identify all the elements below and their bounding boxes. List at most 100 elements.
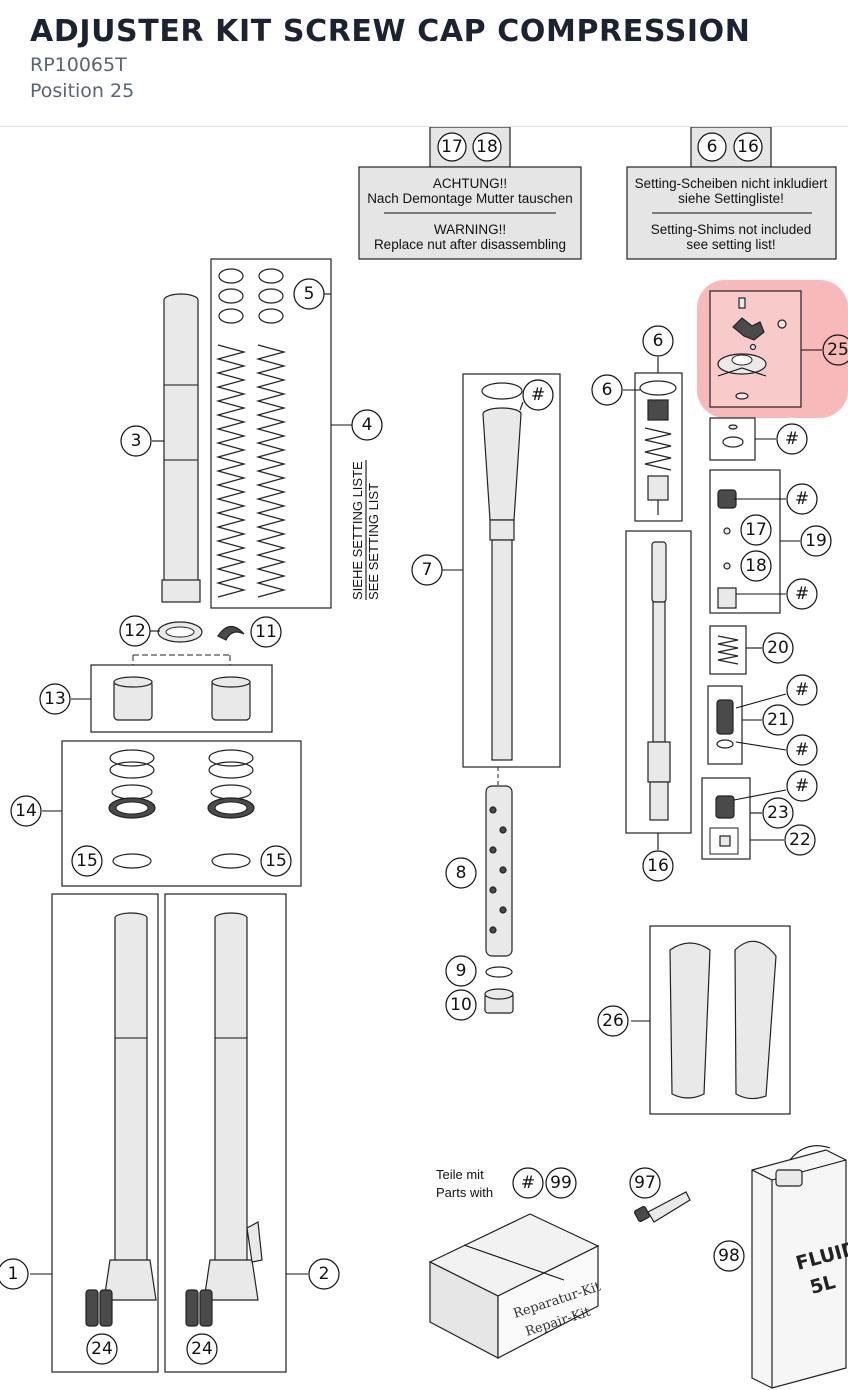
- washer-group: [709, 417, 756, 461]
- svg-text:25: 25: [827, 340, 848, 360]
- svg-text:97: 97: [634, 1173, 656, 1193]
- parts-box-22-23: [701, 777, 751, 860]
- fork-leg-1: [51, 893, 159, 1373]
- svg-text:5: 5: [304, 284, 315, 304]
- svg-text:19: 19: [805, 531, 827, 551]
- position-label: Position 25: [30, 80, 135, 102]
- callout-14: 14: [10, 795, 42, 827]
- grease-tube-97: [633, 1191, 691, 1223]
- svg-text:2: 2: [319, 1264, 330, 1284]
- svg-text:4: 4: [362, 415, 373, 435]
- valve-box-21: [707, 685, 743, 765]
- repair-kit-box: Reparatur-Kit Repair-Kit: [428, 1213, 603, 1359]
- callout-5: 5: [293, 278, 325, 310]
- svg-text:#: #: [795, 680, 809, 700]
- callout-16: 16: [642, 850, 674, 882]
- piston-box-19: [709, 469, 781, 614]
- svg-text:18: 18: [745, 556, 767, 576]
- callout-hash-7: #: [522, 379, 554, 411]
- outer-tube-3: [161, 293, 201, 603]
- callout-25: 25: [822, 334, 848, 366]
- callout-hash-21a: #: [786, 674, 818, 706]
- svg-text:13: 13: [44, 689, 66, 709]
- warning-box-right: Setting-Scheiben nicht inkludiert siehe …: [626, 127, 837, 260]
- svg-text:12: 12: [124, 621, 146, 641]
- clip-12: [157, 621, 203, 643]
- svg-text:24: 24: [91, 1339, 113, 1359]
- diagram-svg: ACHTUNG!! Nach Demontage Mutter tauschen…: [0, 127, 848, 1389]
- svg-text:3: 3: [131, 431, 142, 451]
- callout-6a: 6: [642, 325, 674, 357]
- callout-23: 23: [762, 797, 794, 829]
- svg-text:15: 15: [265, 851, 287, 871]
- callout-24a: 24: [86, 1333, 118, 1365]
- svg-text:17: 17: [745, 520, 767, 540]
- svg-text:8: 8: [456, 863, 467, 883]
- exploded-parts-diagram: ACHTUNG!! Nach Demontage Mutter tauschen…: [0, 127, 848, 1390]
- spring-20: [709, 625, 747, 675]
- svg-text:24: 24: [191, 1339, 213, 1359]
- warning-box-left: ACHTUNG!! Nach Demontage Mutter tauschen…: [358, 127, 582, 260]
- cartridge-box-7: [462, 373, 561, 768]
- valve-box-6: [634, 372, 683, 522]
- callout-6b: 6: [591, 374, 623, 406]
- page-header: ADJUSTER KIT SCREW CAP COMPRESSION RP100…: [0, 0, 848, 127]
- warning-left-ref-1: 17: [437, 132, 467, 162]
- page-title: ADJUSTER KIT SCREW CAP COMPRESSION: [30, 14, 751, 49]
- callout-hash-19a: #: [786, 483, 818, 515]
- adjuster-kit-25: [709, 290, 802, 408]
- warning-right-ref-2: 16: [733, 132, 763, 162]
- svg-text:#: #: [795, 489, 809, 509]
- warning-right-line4: see setting list!: [686, 237, 775, 252]
- svg-text:99: 99: [550, 1173, 572, 1193]
- svg-text:18: 18: [476, 137, 498, 157]
- svg-text:6: 6: [653, 331, 664, 351]
- svg-text:7: 7: [422, 560, 433, 580]
- callout-3: 3: [120, 425, 152, 457]
- fork-leg-2: [164, 893, 287, 1373]
- svg-text:17: 17: [441, 137, 463, 157]
- svg-text:11: 11: [255, 622, 277, 642]
- svg-text:#: #: [795, 740, 809, 760]
- fork-guards-26: [649, 925, 791, 1115]
- callout-11: 11: [250, 616, 282, 648]
- callout-12: 12: [119, 615, 151, 647]
- callout-19: 19: [800, 525, 832, 557]
- svg-text:16: 16: [647, 856, 669, 876]
- svg-text:#: #: [521, 1173, 535, 1193]
- callout-2: 2: [308, 1258, 340, 1290]
- warning-right-ref-1: 6: [697, 132, 727, 162]
- part-number: RP10065T: [30, 54, 127, 76]
- warning-right-line2: siehe Settingliste!: [678, 191, 784, 206]
- callout-98: 98: [713, 1240, 745, 1272]
- svg-text:14: 14: [15, 801, 37, 821]
- warning-left-line1: ACHTUNG!!: [433, 176, 507, 191]
- callout-hash-23: #: [786, 770, 818, 802]
- svg-text:1: 1: [8, 1264, 19, 1284]
- nut-10: [484, 988, 514, 1014]
- svg-text:15: 15: [76, 851, 98, 871]
- highlight-glow-25: [697, 280, 848, 418]
- svg-text:6: 6: [707, 137, 718, 157]
- svg-text:10: 10: [450, 995, 472, 1015]
- callout-7: 7: [411, 554, 443, 586]
- callout-hash-washer: #: [776, 423, 808, 455]
- warning-left-ref-2: 18: [472, 132, 502, 162]
- svg-text:26: 26: [602, 1011, 624, 1031]
- callout-9: 9: [445, 955, 477, 987]
- callout-13: 13: [39, 683, 71, 715]
- svg-text:23: 23: [767, 803, 789, 823]
- callout-24b: 24: [186, 1333, 218, 1365]
- callout-26: 26: [597, 1005, 629, 1037]
- callout-8: 8: [445, 857, 477, 889]
- springs-panel: [210, 258, 332, 609]
- kit-ref-99: 99: [545, 1167, 577, 1199]
- callout-18: 18: [740, 550, 772, 582]
- kit-note-en: Parts with: [436, 1185, 493, 1200]
- cartridge-box-16: [625, 530, 692, 834]
- svg-text:21: 21: [767, 710, 789, 730]
- warning-right-line3: Setting-Shims not included: [651, 222, 812, 237]
- svg-text:20: 20: [767, 638, 789, 658]
- setting-list-label-de: SIEHE SETTING LISTE: [350, 461, 365, 600]
- callout-22: 22: [784, 824, 816, 856]
